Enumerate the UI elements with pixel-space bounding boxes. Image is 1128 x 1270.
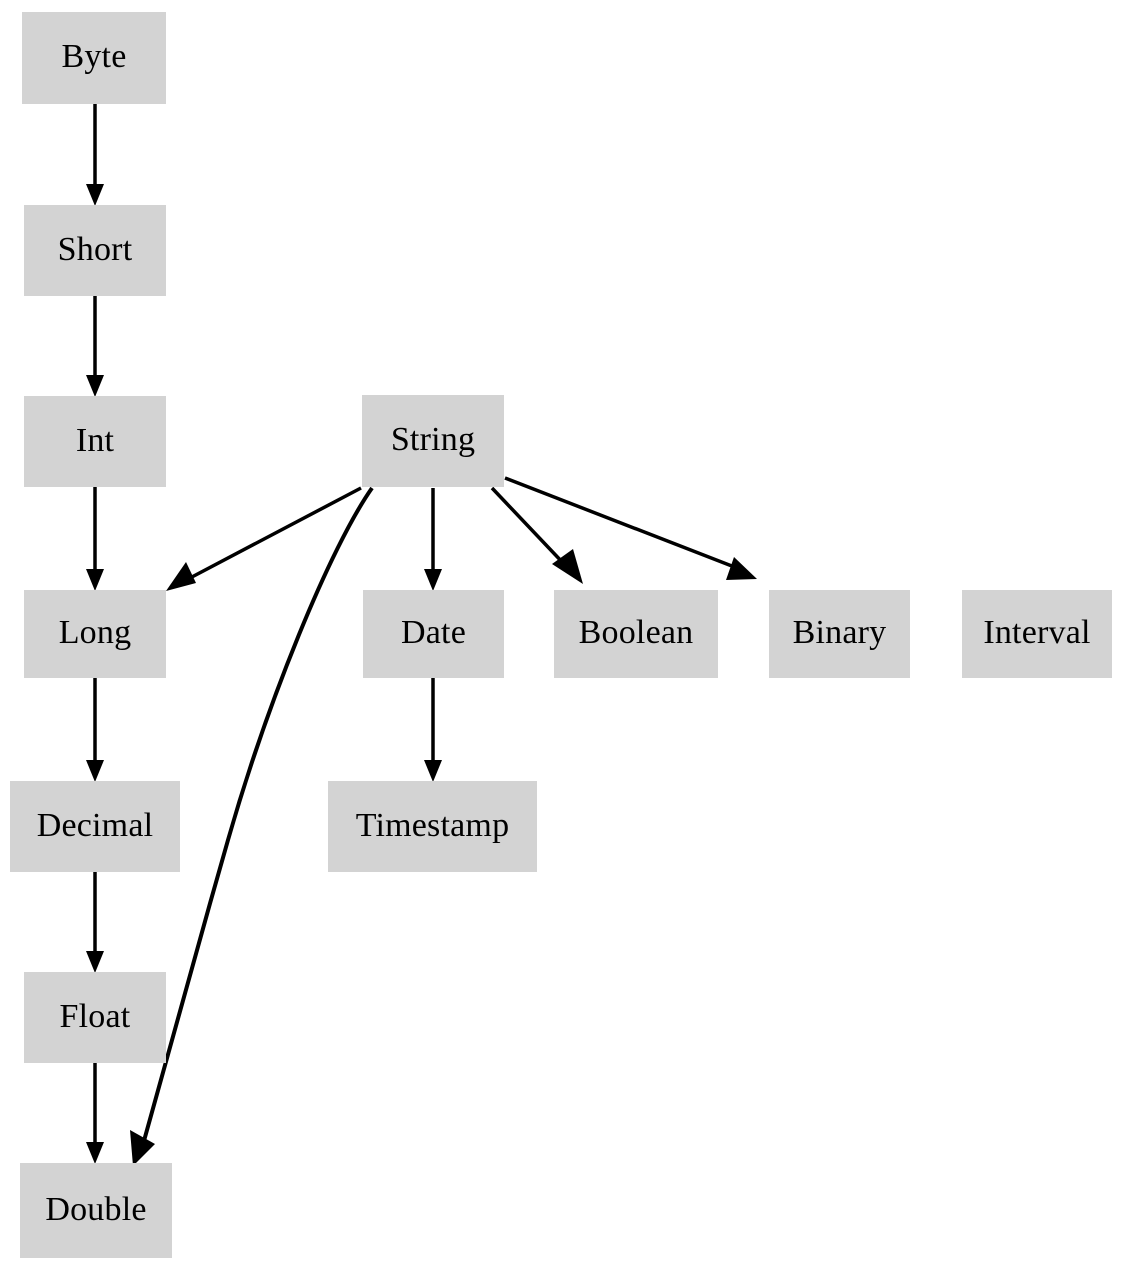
node-int[interactable]: Int <box>24 396 166 487</box>
node-timestamp[interactable]: Timestamp <box>328 781 537 872</box>
edge-string-boolean <box>490 486 583 584</box>
edge-long-decimal <box>86 678 104 782</box>
node-string[interactable]: String <box>362 395 504 487</box>
edge-float-double <box>86 1063 104 1164</box>
node-date[interactable]: Date <box>363 590 504 678</box>
edge-date-timestamp <box>424 678 442 782</box>
node-byte[interactable]: Byte <box>22 12 166 104</box>
edge-string-long <box>166 486 362 591</box>
node-date-label: Date <box>401 614 466 651</box>
node-binary-label: Binary <box>792 614 887 651</box>
node-decimal[interactable]: Decimal <box>10 781 180 872</box>
node-interval[interactable]: Interval <box>962 590 1112 678</box>
node-float[interactable]: Float <box>24 972 166 1063</box>
node-short[interactable]: Short <box>24 205 166 296</box>
node-boolean[interactable]: Boolean <box>554 590 718 678</box>
node-interval-label: Interval <box>983 614 1091 651</box>
node-short-label: Short <box>57 230 133 268</box>
edge-int-long <box>86 487 104 591</box>
edge-string-date <box>424 488 442 591</box>
node-string-label: String <box>390 421 476 458</box>
node-long-label: Long <box>58 614 132 651</box>
node-timestamp-label: Timestamp <box>355 806 510 844</box>
edge-byte-short <box>86 104 104 206</box>
node-double[interactable]: Double <box>20 1163 172 1258</box>
node-long[interactable]: Long <box>24 590 166 678</box>
edge-short-int <box>86 296 104 397</box>
node-float-label: Float <box>59 997 131 1035</box>
node-binary[interactable]: Binary <box>769 590 910 678</box>
node-double-label: Double <box>45 1190 147 1228</box>
node-int-label: Int <box>75 421 115 459</box>
edge-decimal-float <box>86 872 104 973</box>
node-byte-label: Byte <box>61 38 127 75</box>
node-boolean-label: Boolean <box>578 614 694 651</box>
node-decimal-label: Decimal <box>36 806 154 844</box>
edge-string-binary <box>504 476 757 580</box>
